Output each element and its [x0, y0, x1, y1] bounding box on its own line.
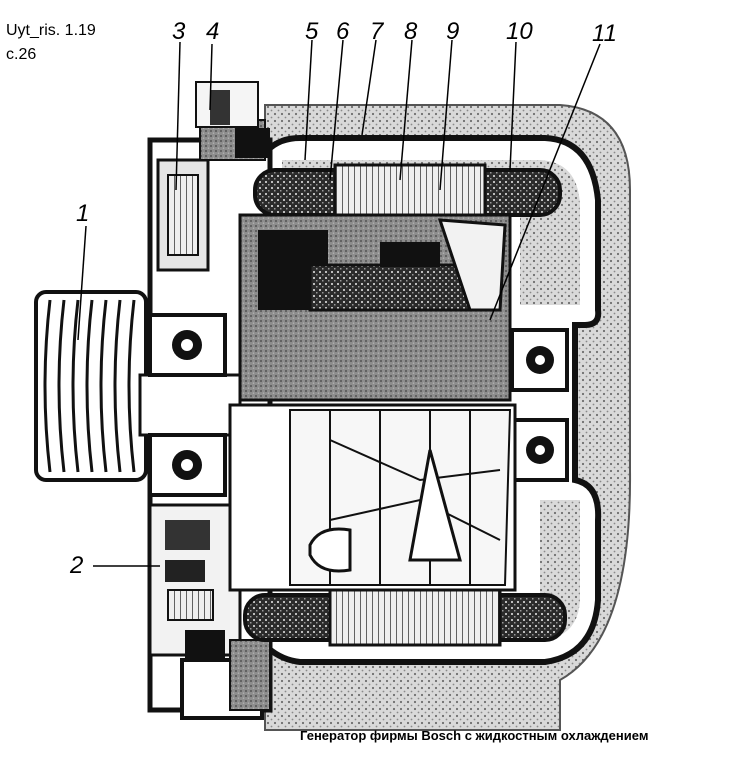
callout-5: 5: [305, 18, 319, 45]
rotor-upper: [238, 213, 512, 402]
callout-9: 9: [446, 18, 460, 45]
stator-upper: [253, 163, 562, 222]
callout-3: 3: [172, 18, 186, 45]
callout-6: 6: [336, 18, 350, 45]
pulley: [34, 290, 148, 482]
callout-4: 4: [206, 18, 220, 45]
rotor-lower: [228, 403, 517, 592]
bearing-left: [148, 313, 227, 497]
page-reference: c.26: [6, 46, 37, 63]
callout-11: 11: [592, 20, 617, 47]
figure-reference: Uyt_ris. 1.19: [6, 22, 96, 39]
callout-7: 7: [370, 18, 384, 45]
callout-10: 10: [506, 18, 533, 45]
callout-1: 1: [76, 200, 90, 227]
figure-caption: Генератор фирмы Bosch с жидкостным охлаж…: [300, 728, 649, 743]
callout-8: 8: [404, 18, 418, 45]
callout-2: 2: [70, 552, 84, 579]
stator-lower: [243, 588, 567, 647]
bearing-right: [510, 328, 569, 482]
shaft: [138, 373, 242, 437]
leader-lines: [77, 39, 601, 567]
